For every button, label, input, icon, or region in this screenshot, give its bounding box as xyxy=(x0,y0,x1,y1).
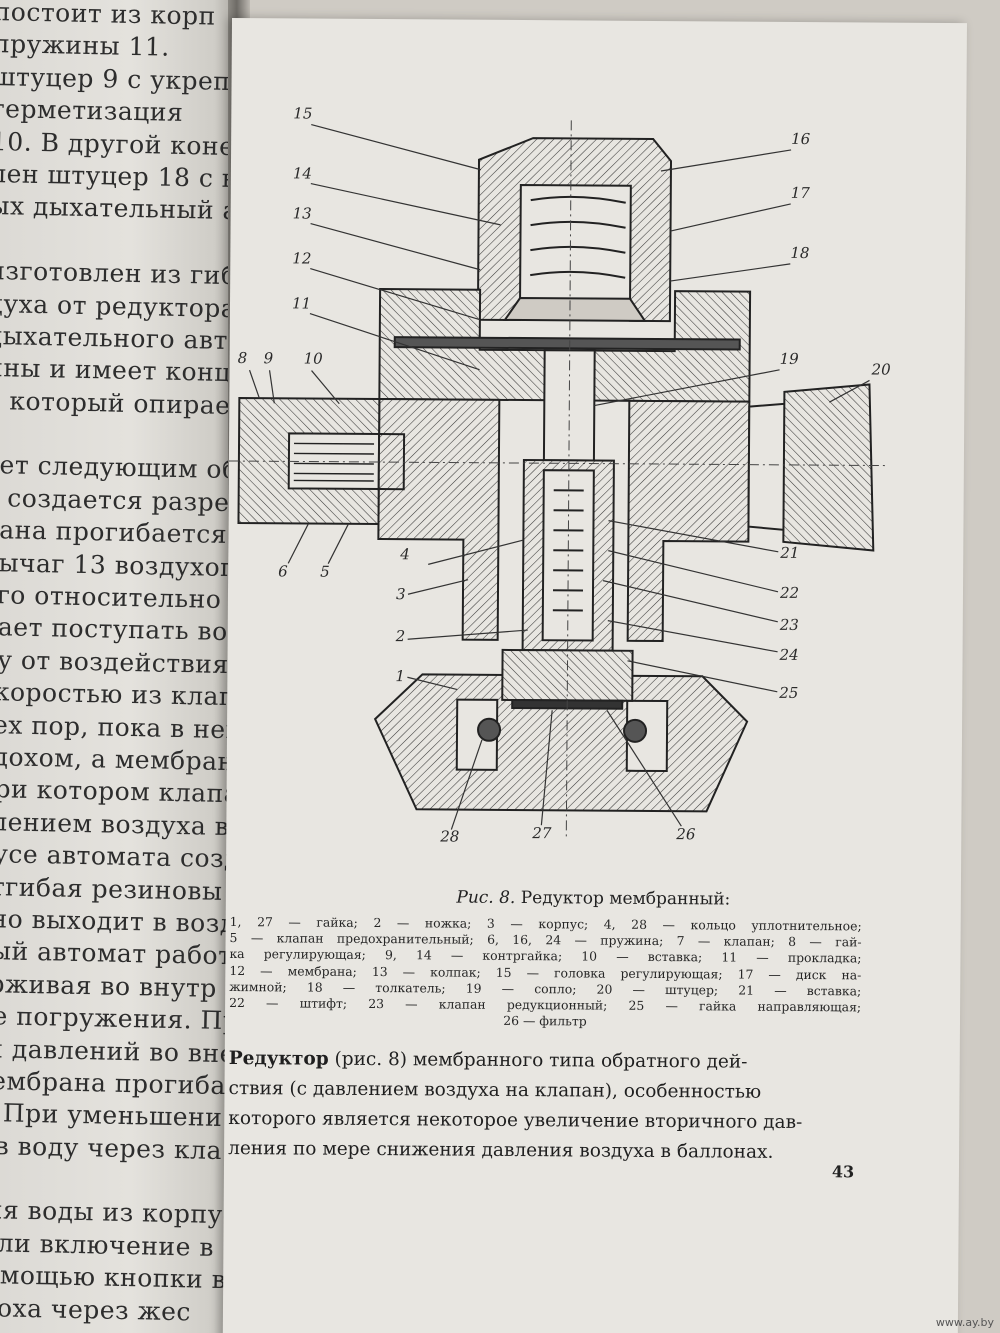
body-text: Редуктор (рис. 8) мембранного типа обрат… xyxy=(228,1044,861,1168)
left-page-line: скоростью из клап xyxy=(0,677,237,712)
left-page-line: влением воздуха в ш xyxy=(0,806,238,842)
left-page-line: герметизация xyxy=(0,94,184,128)
left-page-line: мембрана прогиба xyxy=(0,1065,227,1100)
page-number: 43 xyxy=(831,1162,855,1182)
left-page-line: ины и имеет концев xyxy=(0,353,238,388)
left-page-line: лен штуцер 18 с нак xyxy=(0,158,238,194)
left-page-line: нает поступать возд xyxy=(0,612,238,648)
left-page-line: ает следующим обр xyxy=(0,450,238,486)
left-page-line: а создается разре xyxy=(0,482,230,517)
part-label: 4 xyxy=(399,545,410,563)
left-page-line: а. При уменьшени xyxy=(0,1098,223,1133)
part-label: 18 xyxy=(790,244,809,262)
part-label: 12 xyxy=(292,249,311,267)
part-label: 2 xyxy=(395,627,406,645)
left-page-line: рана прогибается вн xyxy=(0,515,238,550)
left-page-line: при котором клапан xyxy=(0,774,238,810)
left-page-line: его относительно с xyxy=(0,579,238,615)
left-page-line: вдохом, а мембран xyxy=(0,741,235,777)
left-page-line: ме погружения. При xyxy=(0,1000,238,1036)
left-page-line: вдоха через жес xyxy=(0,1292,192,1327)
left-page-line: ный автомат работ xyxy=(0,936,233,971)
body-line: ления по мере снижения давления воздуха … xyxy=(228,1138,774,1163)
left-page-line: ти давлений во внеш xyxy=(0,1033,238,1069)
left-page-line: я в воду через кла xyxy=(0,1130,223,1165)
left-page-line: духа от редуктора к xyxy=(0,288,238,323)
part-label: 3 xyxy=(396,585,406,603)
part-label: 11 xyxy=(292,294,311,312)
part-label: 26 xyxy=(675,825,696,843)
part-label: 17 xyxy=(791,184,811,202)
left-page-line: ния воды из корпус xyxy=(0,1195,238,1230)
caption-prefix: Рис. 8. xyxy=(456,887,516,908)
body-first-line-rest: (рис. 8) мембранного типа обратного дей- xyxy=(328,1048,748,1073)
left-page-line: если включение в xyxy=(0,1227,215,1262)
left-page-line: дно выходит в возд xyxy=(0,903,237,939)
part-label: 23 xyxy=(779,616,799,634)
left-page-line xyxy=(0,417,238,455)
part-label: 10 xyxy=(304,350,324,368)
caption-title: Редуктор мембранный: xyxy=(520,888,731,910)
left-page-line: 10. В другой конец xyxy=(0,126,238,161)
part-label: 5 xyxy=(320,563,330,581)
body-bold-word: Редуктор xyxy=(228,1048,329,1070)
site-watermark: www.ay.by xyxy=(935,1316,994,1329)
left-page-line: тех пор, пока в нем xyxy=(0,709,238,745)
body-line: которого является некоторое увеличение в… xyxy=(228,1108,803,1134)
left-page-line: пусе автомата созда xyxy=(0,838,238,874)
left-page-line: штуцер 9 с укреп xyxy=(0,61,231,96)
reducer-diagram: 1234568910111213141516171819202122232425… xyxy=(228,104,892,846)
part-label: 22 xyxy=(779,584,799,602)
left-page-line: дыхательного авт xyxy=(0,320,229,355)
left-page-line: пружины 11. xyxy=(0,29,171,63)
left-page-line: рычаг 13 воздухоп xyxy=(0,547,238,582)
left-page-line: ну от воздействия с xyxy=(0,644,238,680)
part-label: 8 xyxy=(238,349,248,367)
left-page-line: а который опирает xyxy=(0,385,238,421)
part-label: 9 xyxy=(264,349,274,367)
part-label: 19 xyxy=(780,350,800,368)
left-page-line xyxy=(0,1162,230,1200)
body-line: ствия (с давлением воздуха на клапан), о… xyxy=(228,1078,762,1103)
figure-caption: Рис. 8. Редуктор мембранный: xyxy=(226,886,961,911)
part-label: 24 xyxy=(779,646,799,664)
left-page-line: отгибая резиновы xyxy=(0,871,223,906)
left-page-line: ых дыхательный ав xyxy=(0,191,238,226)
part-label: 1 xyxy=(395,667,405,685)
part-label: 6 xyxy=(278,562,288,580)
part-label: 20 xyxy=(870,360,891,378)
part-label: 16 xyxy=(791,130,811,148)
left-page-line: изготовлен из гибкой xyxy=(0,256,238,292)
body-first-line: Редуктор (рис. 8) мембранного типа обрат… xyxy=(229,1044,861,1078)
part-label: 28 xyxy=(439,827,459,845)
part-label: 14 xyxy=(293,164,312,182)
part-label: 27 xyxy=(531,824,552,842)
figure-legend: 1, 27 — гайка; 2 — ножка; 3 — корпус; 4,… xyxy=(229,914,862,1032)
part-label: 25 xyxy=(778,684,798,702)
part-label: 21 xyxy=(779,544,799,562)
part-label: 15 xyxy=(293,104,312,122)
left-page-line xyxy=(0,223,238,261)
part-label: 13 xyxy=(293,204,312,222)
left-page-line: ерживая во внутр xyxy=(0,968,218,1003)
left-page-line: помощью кнопки в xyxy=(0,1259,227,1295)
